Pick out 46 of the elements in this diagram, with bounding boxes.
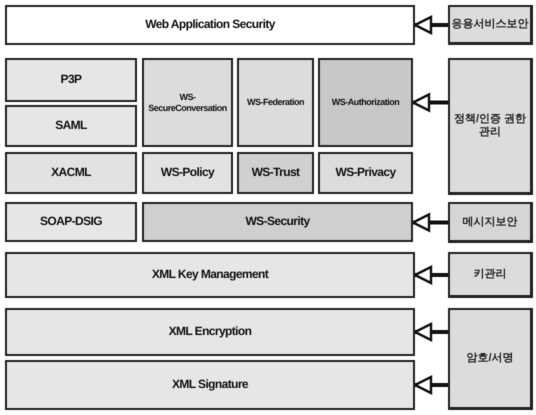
category-box xyxy=(448,252,533,298)
layer-label: 메시지보안 xyxy=(462,216,518,228)
layer-label: WS-SecureConversation xyxy=(147,92,228,113)
layer-box xyxy=(5,152,137,194)
category-box xyxy=(448,202,533,243)
arrow xyxy=(414,322,448,342)
arrow xyxy=(414,16,448,34)
layer-box xyxy=(237,152,314,194)
category-box xyxy=(448,58,533,195)
layer-label: WS-Federation xyxy=(246,97,304,108)
layer-label: 정책/인증 권한관리 xyxy=(452,113,528,139)
arrow xyxy=(414,376,448,394)
layer-label: XML Signature xyxy=(172,378,248,392)
layer-label: XML Encryption xyxy=(168,325,252,339)
layer-box xyxy=(5,308,415,356)
layer-label: WS-Authorization xyxy=(332,97,400,108)
layer-label: 응용서비스보안 xyxy=(452,18,528,31)
layer-label: WS-Privacy xyxy=(335,166,396,180)
layer-label: 키관리 xyxy=(474,268,506,281)
layer-box xyxy=(5,360,415,410)
arrow xyxy=(412,93,448,112)
category-box xyxy=(448,5,533,45)
layer-label: WS-Trust xyxy=(252,166,300,180)
layer-box xyxy=(142,58,233,147)
layer-label: 암호/서명 xyxy=(466,352,514,365)
layer-box xyxy=(5,5,415,45)
layer-label: WS-Security xyxy=(245,215,310,229)
arrow xyxy=(414,266,448,284)
layer-label: SOAP-DSIG xyxy=(40,215,102,229)
layer-box xyxy=(5,58,137,102)
layer-label: SAML xyxy=(55,119,87,133)
layer-label: XACML xyxy=(51,166,91,180)
layer-box xyxy=(142,202,413,242)
layer-box xyxy=(5,252,415,298)
layer-label: WS-Policy xyxy=(160,166,214,180)
layer-box xyxy=(5,105,137,147)
layer-label: Web Application Security xyxy=(145,18,275,32)
layer-box xyxy=(5,202,137,242)
arrow xyxy=(412,213,448,232)
layer-box xyxy=(318,58,413,147)
category-box xyxy=(448,308,533,410)
layer-box xyxy=(237,58,314,147)
layer-label: XML Key Management xyxy=(152,268,268,282)
layer-box xyxy=(318,152,413,194)
layer-box xyxy=(142,152,233,194)
layer-label: P3P xyxy=(60,73,82,87)
